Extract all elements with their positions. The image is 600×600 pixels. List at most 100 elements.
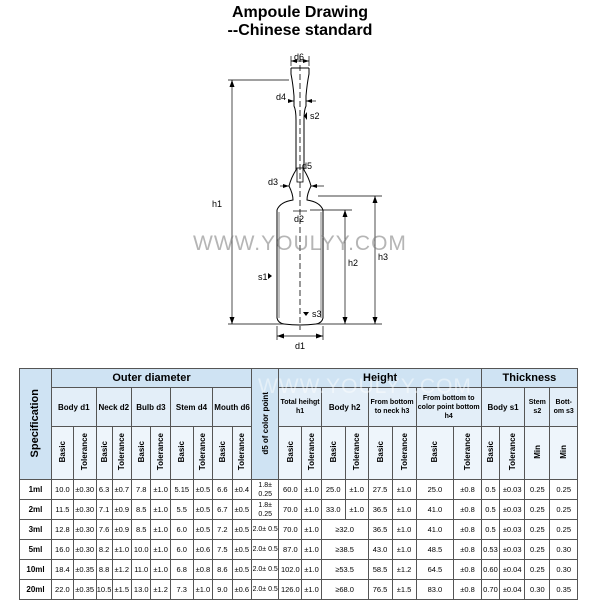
- cell-h1t: ±1.0: [301, 479, 322, 500]
- header-from-color-h4: From bottom to color point bottom h4: [415, 387, 482, 427]
- cell-h3: 27.5: [367, 479, 393, 500]
- header-mouth-d6: Mouth d6: [212, 387, 252, 427]
- subheader-basic-14: Basic: [367, 426, 393, 480]
- header-body-s1: Body s1: [480, 387, 526, 427]
- cell-h2: ≥38.5: [320, 539, 369, 560]
- subheader-tolerance-17: Tolerance: [453, 426, 482, 480]
- cell-d1t: ±0.30: [72, 539, 97, 560]
- cell-h2: 33.0: [320, 499, 346, 520]
- cell-h2: 25.0: [320, 479, 346, 500]
- label-d5: d5: [302, 161, 312, 171]
- header-stem-s2: Stem s2: [524, 387, 551, 427]
- cell-d4t: ±0.8: [192, 559, 214, 580]
- row-spec-label: 20ml: [19, 579, 52, 600]
- label-s3: s3: [312, 309, 322, 319]
- cell-d6: 6.7: [212, 499, 233, 520]
- cell-h4t: ±0.8: [453, 559, 482, 580]
- subheader-basic-18: Basic: [480, 426, 501, 480]
- cell-d1: 11.5: [51, 499, 74, 520]
- cell-h1: 126.0: [278, 579, 303, 600]
- cell-s1t: ±0.04: [499, 559, 526, 580]
- cell-h4t: ±0.8: [453, 539, 482, 560]
- cell-d6t: ±0.6: [231, 579, 253, 600]
- cell-d3t: ±1.0: [150, 479, 171, 500]
- cell-s1t: ±0.03: [499, 519, 526, 540]
- subheader-basic-12: Basic: [320, 426, 346, 480]
- subheader-tolerance-1: Tolerance: [72, 426, 97, 480]
- cell-d1: 12.8: [51, 519, 74, 540]
- label-d6: d6: [294, 52, 304, 62]
- subheader-basic-4: Basic: [130, 426, 152, 480]
- cell-d4: 5.15: [169, 479, 194, 500]
- cell-d4t: ±1.0: [192, 579, 214, 600]
- cell-s1t: ±0.04: [499, 579, 526, 600]
- cell-s3: 0.25: [549, 519, 578, 540]
- cell-d4t: ±0.5: [192, 479, 214, 500]
- cell-h3: 58.5: [367, 559, 393, 580]
- header-outer-diameter: Outer diameter: [51, 368, 252, 388]
- cell-d1: 10.0: [51, 479, 74, 500]
- header-body-h2: Body h2: [320, 387, 369, 427]
- cell-d6: 7.2: [212, 519, 233, 540]
- cell-s2: 0.25: [524, 499, 551, 520]
- cell-d5: 2.0± 0.5: [250, 519, 280, 540]
- cell-s1: 0.70: [480, 579, 501, 600]
- label-d4: d4: [276, 92, 286, 102]
- cell-d4t: ±0.5: [192, 519, 214, 540]
- cell-h3t: ±1.5: [391, 579, 417, 600]
- cell-d4t: ±0.6: [192, 539, 214, 560]
- cell-h1: 70.0: [278, 519, 303, 540]
- spec-table: Specification Outer diameter d5 of color…: [19, 368, 579, 600]
- row-spec-label: 5ml: [19, 539, 52, 560]
- cell-h3: 43.0: [367, 539, 393, 560]
- cell-h1t: ±1.0: [301, 539, 322, 560]
- cell-h4t: ±0.8: [453, 519, 482, 540]
- cell-d3t: ±1.0: [150, 519, 171, 540]
- cell-h3t: ±1.0: [391, 479, 417, 500]
- cell-d3: 8.5: [130, 519, 152, 540]
- header-from-neck-h3: From bottom to neck h3: [367, 387, 417, 427]
- cell-d2: 6.3: [95, 479, 113, 500]
- cell-d5: 2.0± 0.5: [250, 579, 280, 600]
- ampoule-drawing: d6 d4 s2 d5 d3 d2 h1 h2 h3 s1 s3 d1: [212, 52, 388, 351]
- cell-d1: 22.0: [51, 579, 74, 600]
- cell-h1: 102.0: [278, 559, 303, 580]
- cell-d6: 8.6: [212, 559, 233, 580]
- cell-s1t: ±0.03: [499, 539, 526, 560]
- cell-d1: 18.4: [51, 559, 74, 580]
- cell-h4: 41.0: [415, 519, 455, 540]
- cell-d5: 1.8± 0.25: [250, 499, 280, 520]
- cell-d6t: ±0.5: [231, 519, 253, 540]
- cell-d2t: ±0.9: [111, 499, 133, 520]
- cell-d5: 2.0± 0.5: [250, 559, 280, 580]
- header-height: Height: [278, 368, 482, 388]
- page-subtitle: --Chinese standard: [227, 22, 373, 39]
- subheader-min-21: Min: [549, 426, 578, 480]
- subheader-basic-10: Basic: [278, 426, 303, 480]
- subheader-basic-16: Basic: [415, 426, 455, 480]
- cell-d2t: ±0.7: [111, 479, 133, 500]
- header-body-d1: Body d1: [51, 387, 97, 427]
- header-bottom-s3: Bott-om s3: [549, 387, 578, 427]
- cell-s2: 0.30: [524, 579, 551, 600]
- row-spec-label: 10ml: [19, 559, 52, 580]
- label-d2: d2: [294, 214, 304, 224]
- page-title: Ampoule Drawing: [231, 4, 368, 21]
- cell-d3: 10.0: [130, 539, 152, 560]
- cell-h3: 76.5: [367, 579, 393, 600]
- subheader-tolerance-9: Tolerance: [231, 426, 253, 480]
- cell-d4: 6.0: [169, 519, 194, 540]
- cell-s3: 0.25: [549, 499, 578, 520]
- cell-d5: 2.0± 0.5: [250, 539, 280, 560]
- cell-d2t: ±1.0: [111, 539, 133, 560]
- cell-s1: 0.5: [480, 479, 501, 500]
- cell-s1: 0.60: [480, 559, 501, 580]
- subheader-basic-6: Basic: [169, 426, 194, 480]
- subheader-tolerance-13: Tolerance: [344, 426, 369, 480]
- cell-s2: 0.25: [524, 519, 551, 540]
- subheader-basic-8: Basic: [212, 426, 233, 480]
- row-spec-label: 1ml: [19, 479, 52, 500]
- cell-d2: 8.2: [95, 539, 113, 560]
- cell-s2: 0.25: [524, 559, 551, 580]
